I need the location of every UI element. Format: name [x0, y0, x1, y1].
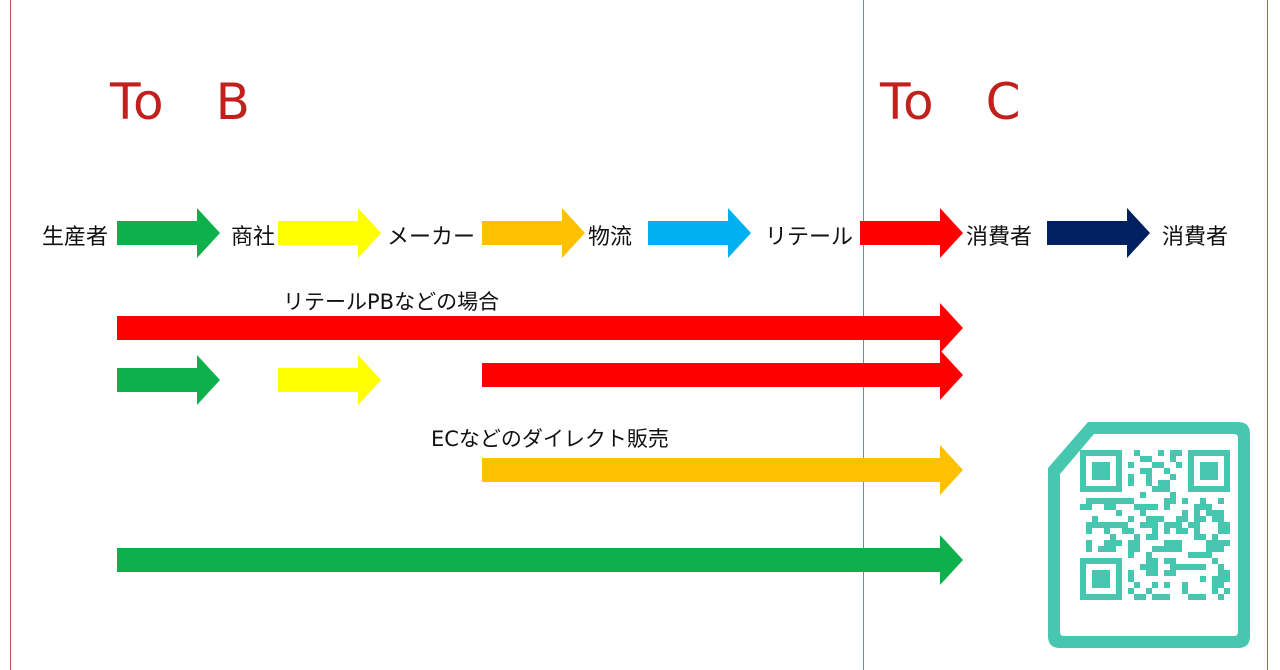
- caption-ec-direct: ECなどのダイレクト販売: [431, 427, 669, 451]
- page-border-left: [10, 0, 11, 670]
- node-trading-company: 商社: [231, 225, 276, 250]
- arrow-green-flow: [117, 208, 220, 258]
- node-logistics: 物流: [588, 225, 633, 250]
- arrow-orange-ec-direct: [482, 445, 963, 495]
- heading-to-c: To C: [880, 73, 1022, 131]
- page-border-right: [1267, 0, 1268, 670]
- heading-to-b: To B: [110, 73, 251, 131]
- qr-code-icon: [1048, 422, 1250, 648]
- node-consumer-end: 消費者: [1162, 225, 1229, 250]
- caption-retail-pb: リテールPBなどの場合: [283, 290, 500, 314]
- arrow-navy-flow: [1047, 208, 1150, 258]
- arrow-orange-flow: [482, 208, 585, 258]
- arrow-blue-flow: [648, 208, 751, 258]
- arrow-red-long-pb: [117, 303, 963, 353]
- arrow-red-manufacturer-to-consumer: [482, 350, 963, 400]
- arrow-yellow-flow: [278, 208, 381, 258]
- arrow-green-short: [117, 355, 220, 405]
- node-consumer: 消費者: [966, 225, 1033, 250]
- arrow-yellow-short: [278, 355, 381, 405]
- arrow-red-flow: [860, 208, 963, 258]
- node-producer: 生産者: [42, 225, 109, 250]
- node-manufacturer: メーカー: [387, 225, 476, 250]
- arrow-green-producer-direct: [117, 535, 963, 585]
- node-retail: リテール: [765, 225, 854, 250]
